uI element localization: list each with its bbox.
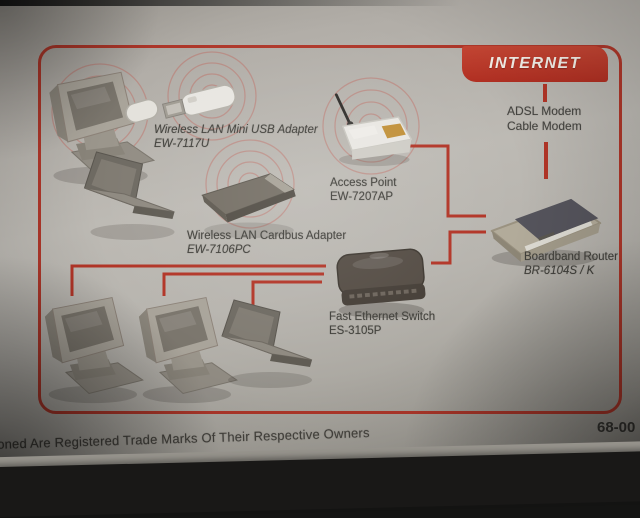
usb-adapter-name: Wireless LAN Mini USB Adapter (154, 124, 318, 136)
modem-label: ADSL Modem Cable Modem (507, 104, 582, 134)
usb-adapter-model: EW-7117U (154, 138, 210, 150)
document-number: 68-00 (597, 419, 636, 436)
router-name: Boardband Router (524, 251, 618, 263)
laptop-middle-icon (83, 151, 175, 240)
cardbus-adapter-model: EW-7106PC (187, 244, 251, 256)
cardbus-adapter-label: Wireless LAN Cardbus Adapter EW-7106PC (187, 229, 346, 257)
router-label: Boardband Router BR-6104S / K (524, 250, 618, 278)
usb-adapter-label: Wireless LAN Mini USB Adapter EW-7117U (154, 123, 318, 151)
access-point-name: Access Point (330, 177, 397, 189)
laptop-bottom-icon (221, 299, 313, 388)
usb-adapter-icon (162, 84, 236, 119)
desktop-computer-1-icon (44, 296, 144, 404)
modem-label-line1: ADSL Modem (507, 104, 582, 118)
access-point-model: EW-7207AP (330, 191, 394, 203)
cardbus-adapter-name: Wireless LAN Cardbus Adapter (187, 230, 347, 242)
router-model: BR-6104S / K (524, 265, 595, 277)
access-point-icon (334, 93, 413, 167)
access-point-label: Access Point EW-7207AP (330, 176, 396, 204)
modem-label-line2: Cable Modem (507, 119, 582, 133)
ethernet-switch-name: Fast Ethernet Switch (329, 311, 436, 323)
ethernet-switch-model: ES-3105P (329, 325, 382, 337)
internet-cloud-label: INTERNET (462, 46, 608, 82)
ethernet-switch-label: Fast Ethernet Switch ES-3105P (329, 310, 435, 338)
internet-label-text: INTERNET (489, 55, 581, 72)
ethernet-switch-icon (336, 248, 426, 319)
